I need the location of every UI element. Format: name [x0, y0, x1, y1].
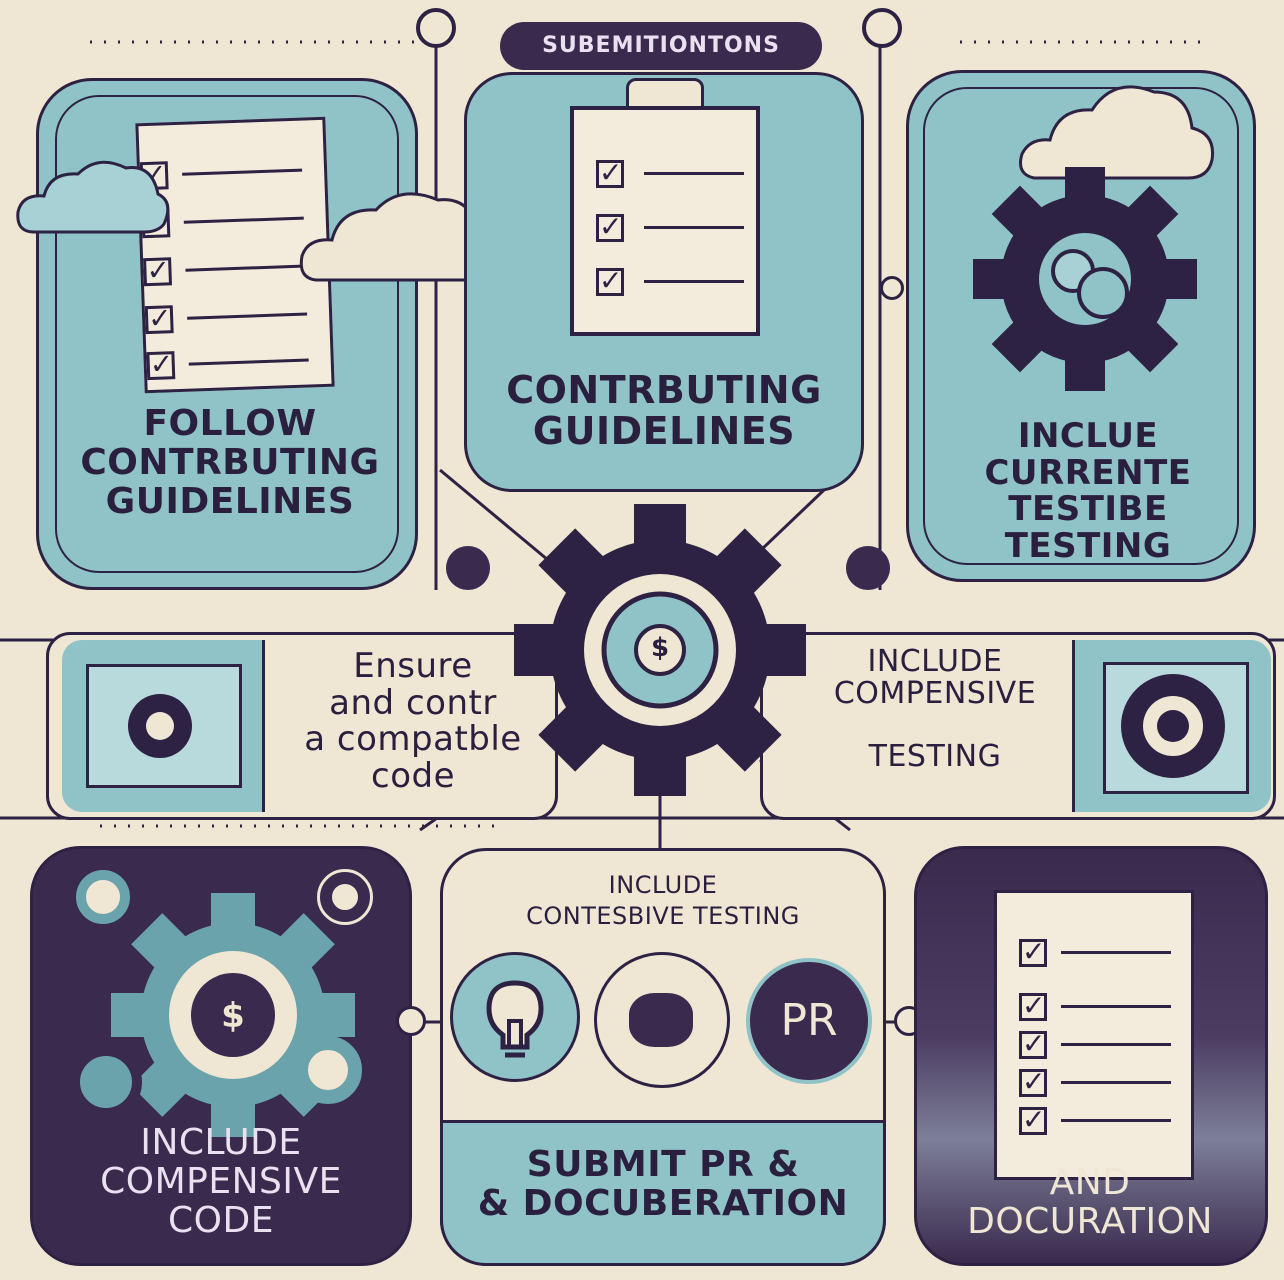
connector-dot	[446, 546, 490, 590]
gear-icon	[514, 504, 806, 796]
ensure-compatible-text: Ensure and contr a compatble code	[304, 646, 522, 797]
screen-icon	[62, 640, 265, 812]
gear-icon	[594, 952, 730, 1088]
cloud-icon	[16, 160, 170, 234]
connector-dot	[846, 546, 890, 590]
gear-icon	[973, 167, 1197, 391]
target-icon	[294, 1036, 362, 1104]
submit-pr-header: INCLUDE CONTESBIVE TESTING	[526, 871, 800, 931]
pr-badge[interactable]: PR	[746, 958, 872, 1084]
target-icon	[1072, 640, 1271, 812]
top-connector-knob-left	[416, 8, 456, 48]
cloud-icon	[1019, 85, 1215, 180]
gear-icon: $	[111, 893, 355, 1137]
center-gear-symbol: $	[650, 633, 670, 663]
include-code-title: INCLUDE COMPENSIVE CODE	[100, 1122, 342, 1241]
submit-pr-title: SUBMIT PR & & DOCUBERATION	[477, 1144, 849, 1224]
contributing-guidelines-title: CONTRBUTING GUIDELINES	[506, 368, 822, 454]
connector-dot	[396, 1006, 426, 1036]
lightbulb-icon	[450, 952, 580, 1082]
documentation-title: AND DOCURATION	[967, 1162, 1213, 1242]
top-connector-knob-right	[862, 8, 902, 48]
target-icon	[70, 1046, 142, 1118]
submit-pr-banner	[440, 1120, 886, 1266]
comprehensive-testing-text: INCLUDE COMPENSIVE TESTING	[833, 644, 1037, 774]
svg-text:$: $	[221, 996, 245, 1036]
checklist-icon: ✓ ✓ ✓	[570, 106, 760, 336]
follow-guidelines-title: FOLLOW CONTRBUTING GUIDELINES	[80, 403, 380, 522]
header-badge: SUBEMITIONTONS	[500, 22, 822, 70]
connector-dot	[880, 276, 904, 300]
checklist-icon: ✓ ✓ ✓ ✓ ✓	[994, 890, 1194, 1180]
include-testing-title: INCLUE CURRENTE TESTIBE TESTING	[984, 416, 1192, 567]
target-icon	[76, 870, 130, 924]
target-icon	[317, 869, 373, 925]
